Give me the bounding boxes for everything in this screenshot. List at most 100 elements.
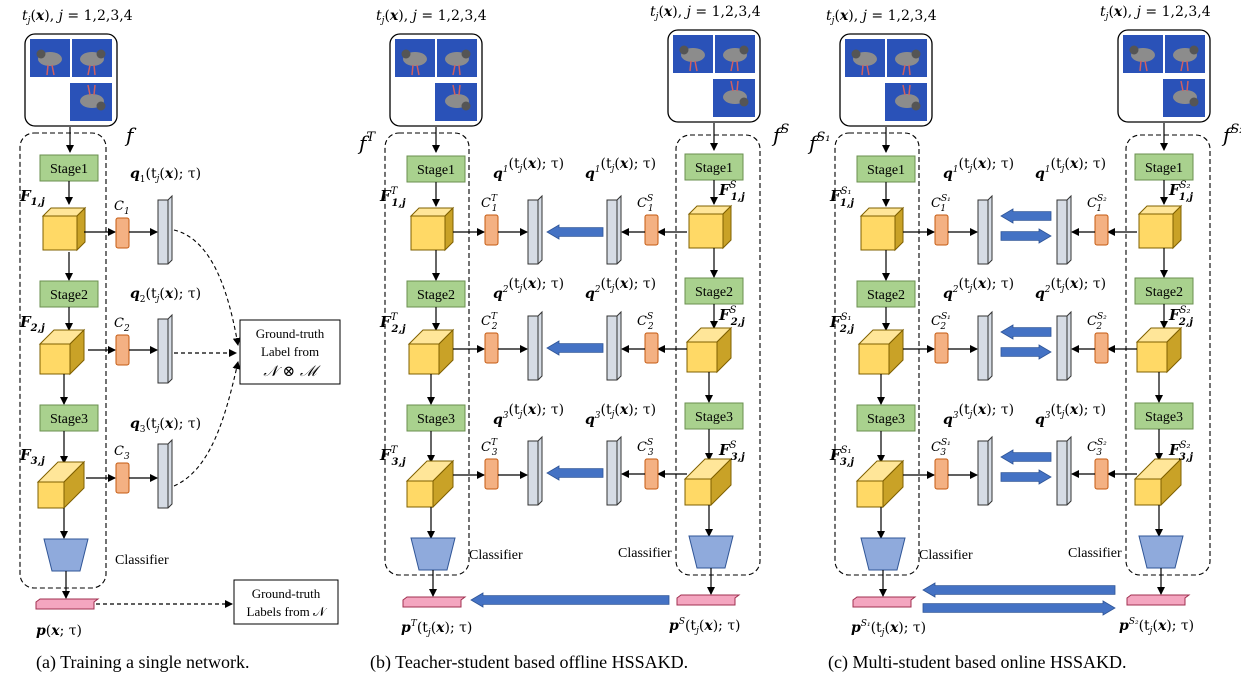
right-feature-map-2-icon (1136, 327, 1182, 373)
network-label-a: f (124, 123, 137, 147)
left-feature-map-1-icon (860, 207, 904, 251)
right-vector-2-icon (1056, 311, 1072, 381)
left-classifier-icon (410, 537, 456, 571)
left-feature-map-3-icon (856, 460, 904, 508)
left-head-1-icon (934, 214, 949, 246)
stage-label: Stage3 (695, 410, 733, 425)
distill-arrow-right (1000, 469, 1052, 485)
right-head-3-icon (644, 458, 659, 490)
dashed-arrow (173, 229, 241, 346)
input-label: tj(x), j = 1,2,3,4 (650, 4, 761, 22)
ground-truth-box-1 (239, 319, 341, 385)
stage-label: Stage3 (1145, 410, 1183, 425)
stage-label: Stage2 (417, 288, 455, 303)
left-stage1-box: Stage1 (406, 155, 466, 183)
q-label: q1(tj(x); τ) (585, 156, 656, 182)
left-feature-map-2-icon (858, 329, 904, 375)
q-label: q1(tj(x); τ) (493, 156, 564, 182)
feature-label: F3,j (19, 446, 45, 467)
stage-label: Stage2 (867, 288, 905, 303)
head-label: C3 (114, 444, 130, 462)
network-label-left: fS₁ (807, 130, 831, 155)
q-label: q3(tj(x); τ) (585, 402, 656, 428)
stage-label: Stage3 (417, 412, 455, 427)
distill-arrow-left (1000, 208, 1052, 224)
left-head-3-icon (484, 458, 499, 490)
left-output-bar (852, 596, 917, 608)
head-label: C1 (114, 199, 130, 217)
q-label: q2(tj(x); τ) (585, 276, 656, 302)
input-label-a: tj(x), j = 1,2,3,4 (22, 8, 133, 26)
right-vector-3-icon (606, 436, 622, 506)
stage-label: Stage3 (867, 412, 905, 427)
left-vector-2-icon (977, 311, 993, 381)
right-head-3-icon (1094, 458, 1109, 490)
caption: (b) Teacher-student based offline HSSAKD… (370, 652, 688, 673)
caption-a: (a) Training a single network. (36, 652, 249, 673)
output-distill-arrow-right (922, 600, 1116, 616)
left-stage3-box: Stage3 (406, 404, 466, 432)
network-box-left (834, 132, 920, 576)
classifier-head-3-icon (115, 462, 130, 494)
q-label: q2(tj(x); τ) (130, 286, 201, 305)
right-output-label: pS₂(tj(x); τ) (1119, 617, 1194, 636)
left-stage3-box: Stage3 (856, 404, 916, 432)
right-stage2-box: Stage2 (684, 277, 744, 305)
feature-label: F2,j (19, 313, 45, 334)
left-feature-map-3-icon (406, 460, 454, 508)
right-stage1-box: Stage1 (684, 153, 744, 181)
classifier-icon (43, 538, 89, 572)
caption: (c) Multi-student based online HSSAKD. (828, 652, 1126, 673)
right-classifier-icon (688, 535, 734, 569)
augmented-images-right (1118, 30, 1210, 122)
distill-arrow (546, 465, 604, 481)
stage2-box: Stage2 (39, 280, 99, 308)
q-label: q1(tj(x); τ) (130, 166, 201, 185)
left-vector-3-icon (977, 436, 993, 506)
output-label-a: p(x; τ) (36, 623, 82, 639)
gt-line3: 𝒩 ⊗ ℳ (263, 362, 320, 380)
right-stage3-box: Stage3 (1134, 402, 1194, 430)
left-feature-map-1-icon (410, 207, 454, 251)
stage-label: Stage2 (1145, 285, 1183, 300)
right-stage2-box: Stage2 (1134, 277, 1194, 305)
output-distill-arrow (470, 592, 670, 608)
augmented-images-right (668, 30, 760, 122)
classifier-head-2-icon (115, 334, 130, 366)
left-vector-1-icon (977, 195, 993, 265)
left-head-3-icon (934, 458, 949, 490)
right-feature-map-3-icon (684, 458, 732, 506)
output-distill-arrow-left (922, 582, 1116, 598)
stage-label: Stage2 (695, 285, 733, 300)
left-output-label: pT(tj(x); τ) (401, 619, 472, 638)
feature-map-1-icon (42, 207, 86, 251)
left-classifier-icon (860, 537, 906, 571)
augmented-images-left (390, 34, 482, 126)
distill-arrow-right (1000, 228, 1052, 244)
left-output-bar (402, 596, 467, 608)
right-output-bar (676, 594, 741, 606)
left-head-2-icon (484, 332, 499, 364)
stage-label: Stage3 (50, 412, 88, 427)
network-label-left: fT (357, 130, 376, 155)
left-stage2-box: Stage2 (406, 280, 466, 308)
q-label: q2(tj(x); τ) (943, 276, 1014, 302)
stage-label: Stage1 (1145, 161, 1183, 176)
right-head-2-icon (1094, 332, 1109, 364)
q-label: q3(tj(x); τ) (1035, 402, 1106, 428)
left-classifier-label: Classifier (469, 548, 523, 563)
network-box-right (675, 134, 761, 576)
q-label: q3(tj(x); τ) (130, 416, 201, 435)
right-head-2-icon (644, 332, 659, 364)
